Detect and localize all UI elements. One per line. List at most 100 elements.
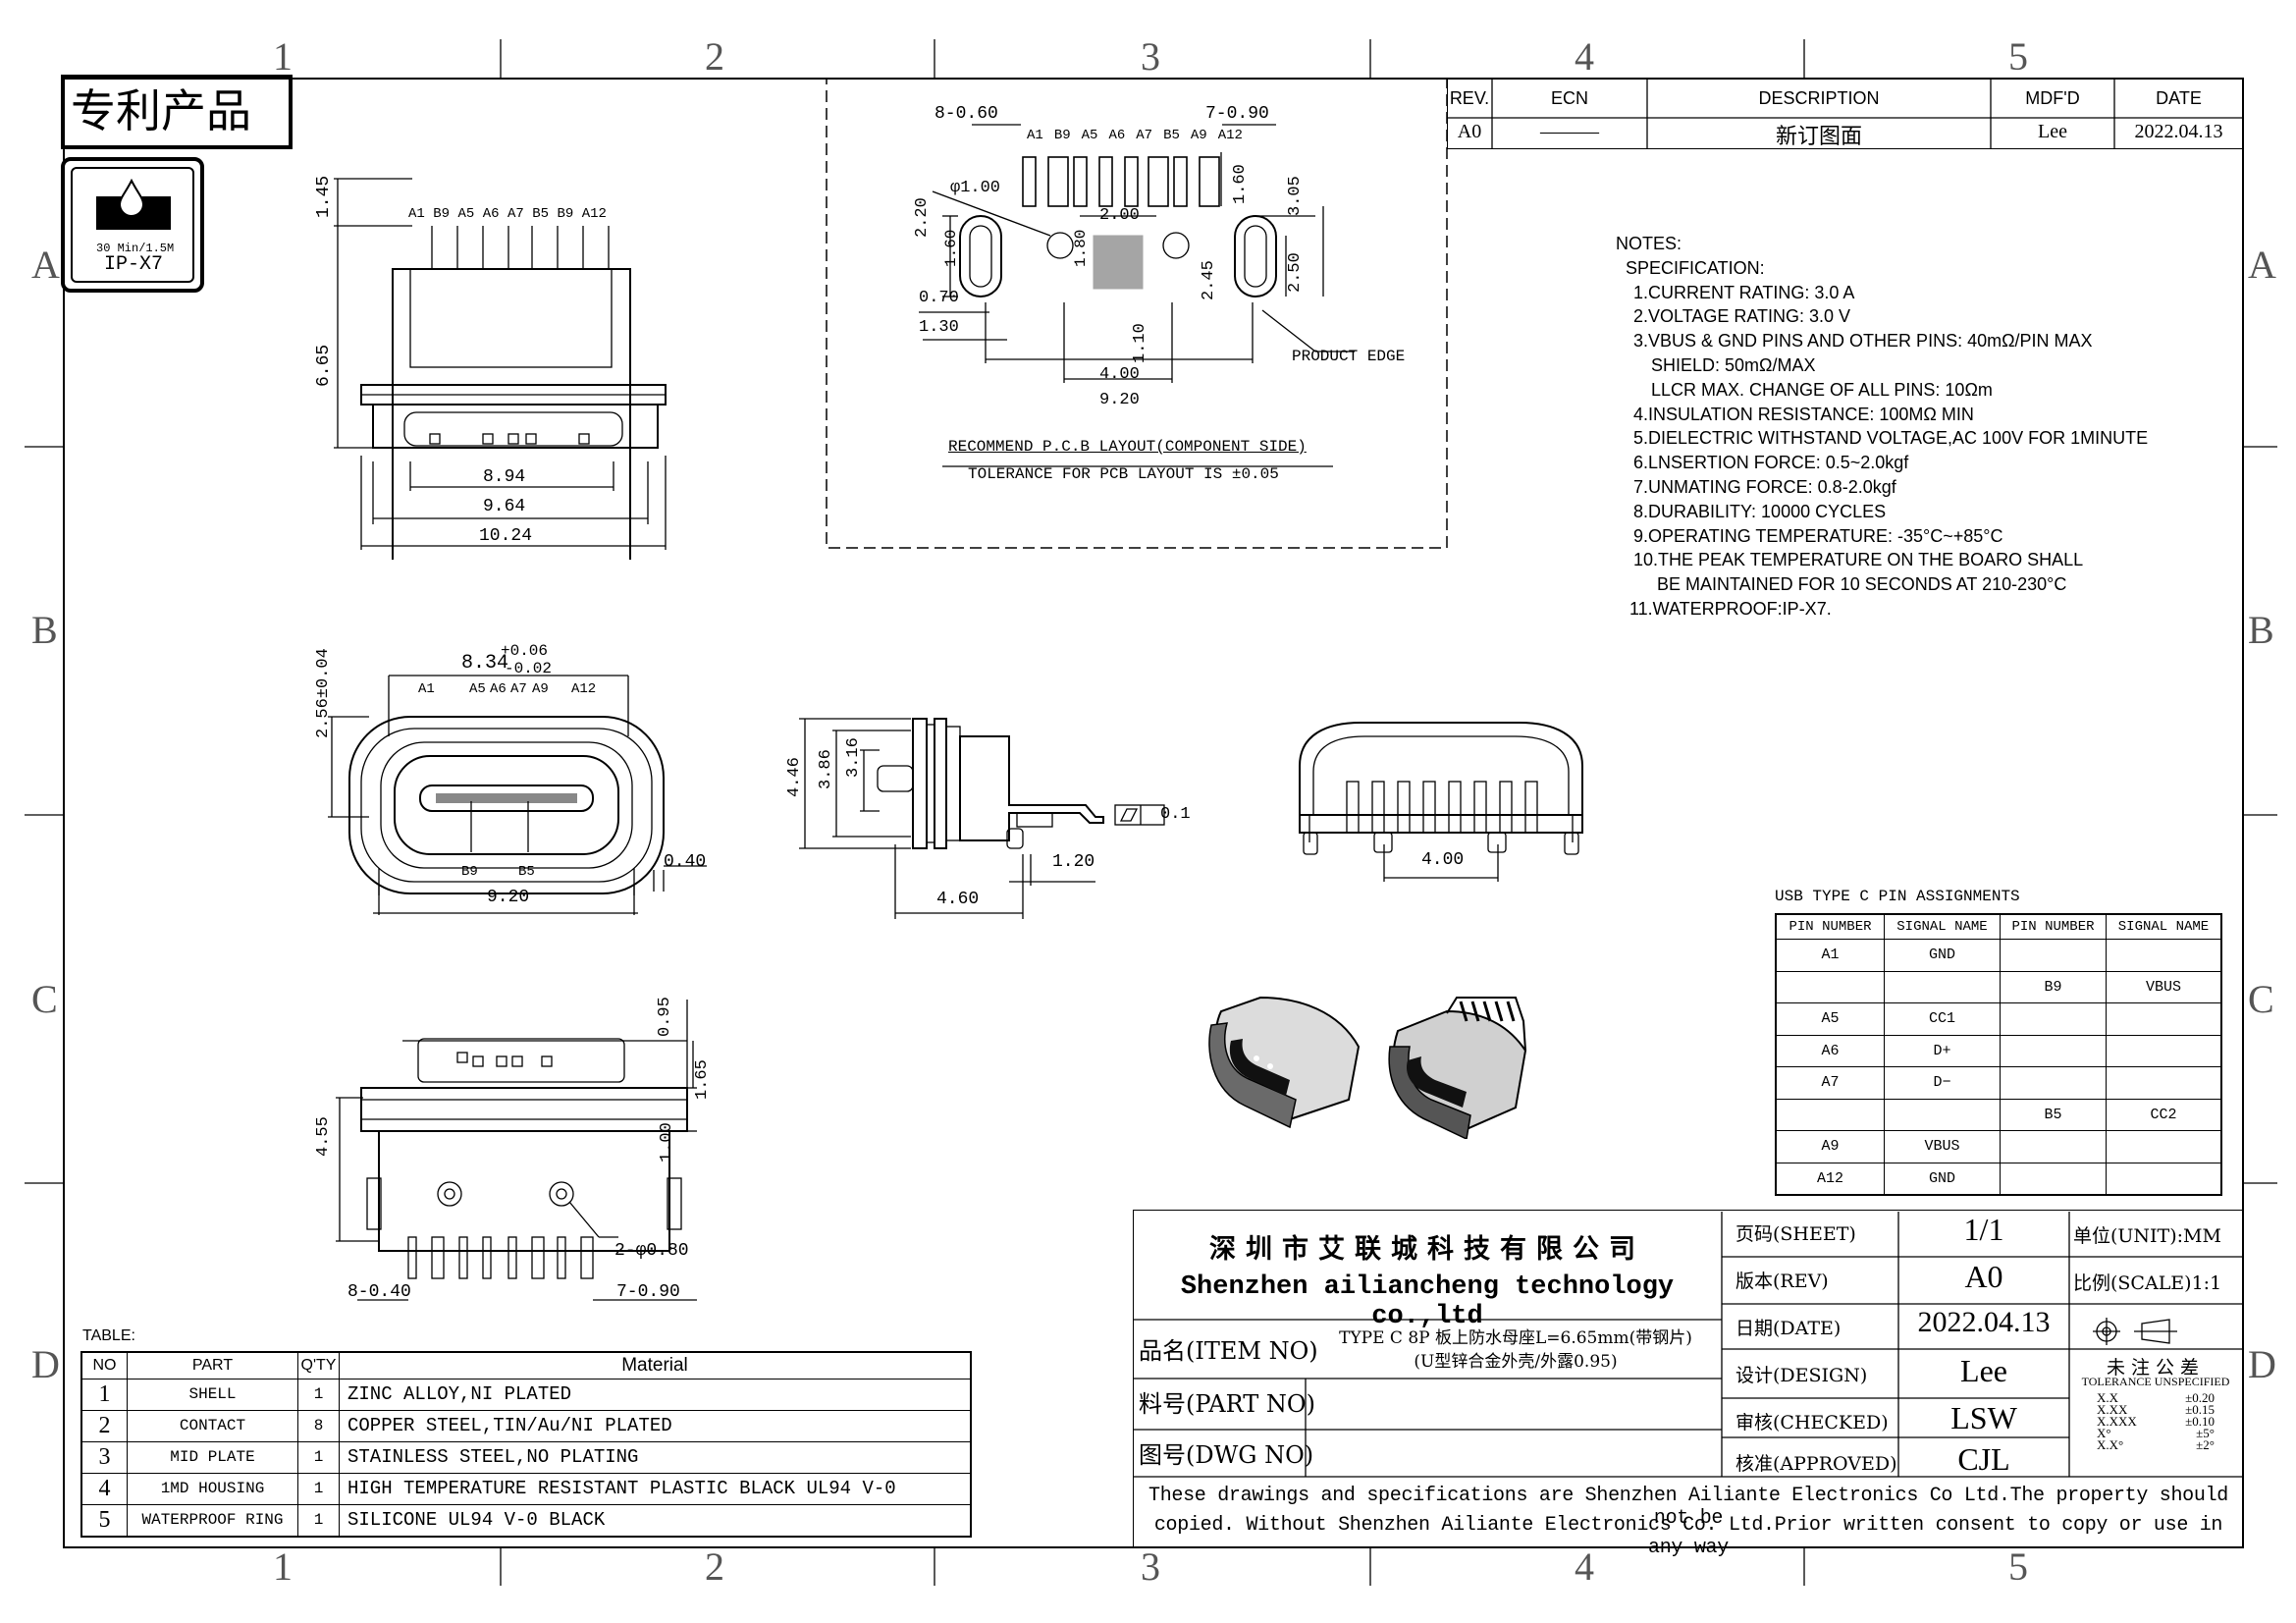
top-view-drawing: [334, 178, 667, 560]
rev-value: A0: [1964, 1259, 2003, 1294]
parts-table-cell: 1: [82, 1380, 128, 1410]
note-line: 8.DURABILITY: 10000 CYCLES: [1633, 501, 1887, 521]
pin-table-cell: A12: [1777, 1163, 1885, 1194]
parts-table-cell: HIGH TEMPERATURE RESISTANT PLASTIC BLACK…: [347, 1478, 896, 1499]
dim-side-depth: 4.60: [936, 890, 980, 909]
notes-title: NOTES:: [1616, 234, 1682, 253]
pin-table-cell: CC1: [1885, 1003, 2001, 1035]
dim-tail-length: 1.20: [1052, 852, 1095, 872]
dim-width-inner: 8.94: [483, 467, 526, 487]
pin-table-cell: GND: [1885, 1163, 2001, 1194]
ip-text: IP-X7: [104, 253, 164, 276]
pcb-pin-label: A6: [1108, 128, 1126, 143]
approved-label: 核准(APPROVED): [1735, 1453, 1897, 1475]
item-label: 品名(ITEM NO): [1139, 1337, 1318, 1365]
col-label-2: 2: [705, 34, 724, 79]
approved-value: CJL: [1957, 1441, 2010, 1477]
dim-hole-pitch: 4.00: [1099, 365, 1140, 384]
parts-table-header: Q'TY: [298, 1353, 340, 1379]
rev-value-description: 新订图面: [1775, 125, 1862, 149]
pcb-layout-drawing: [826, 79, 1448, 549]
rev-header-description: DESCRIPTION: [1758, 88, 1880, 108]
title-block-grid: [1133, 1210, 2243, 1547]
top-view-pin-label: B9: [557, 206, 574, 222]
pcb-pin-label: B5: [1163, 128, 1180, 143]
front-view-drawing: [328, 675, 707, 915]
note-line: SHIELD: 50mΩ/MAX: [1651, 354, 1816, 375]
parts-table-cell: 1: [298, 1505, 340, 1536]
front-label-b9: B9: [461, 864, 478, 880]
pin-table-cell: A5: [1777, 1003, 1885, 1035]
patent-label: 专利产品: [71, 84, 251, 137]
disclaimer-line-1: These drawings and specifications are Sh…: [1148, 1485, 2228, 1530]
top-view-pin-label: B9: [433, 206, 451, 222]
pcb-pin-label: A12: [1217, 128, 1243, 143]
pin-table-cell: B5: [2001, 1099, 2107, 1130]
rev-header-ecn: ECN: [1550, 88, 1588, 108]
pcb-pin-label: B9: [1053, 128, 1071, 143]
top-view-pin-label: A12: [581, 206, 607, 222]
projection-symbol: [2093, 1318, 2177, 1345]
note-line: 1.CURRENT RATING: 3.0 A: [1633, 282, 1855, 302]
tolerance-row: X°±5°: [2097, 1426, 2215, 1440]
col-label-5-bottom: 5: [2008, 1544, 2028, 1589]
pin-table-cell: B9: [2001, 971, 2107, 1002]
dim-ring-height: 1.65: [693, 1059, 712, 1100]
parts-table-cell: 1: [298, 1380, 340, 1410]
dim-pad-length: 1.60: [1231, 164, 1250, 204]
tolerance-cell: X.XXX: [2097, 1414, 2137, 1429]
parts-table-cell: 3: [82, 1442, 128, 1473]
rev-header-date: DATE: [2156, 88, 2202, 108]
tolerance-row: X.X°±2°: [2097, 1438, 2215, 1451]
pin-table-cell: [2001, 940, 2107, 971]
note-line: SPECIFICATION:: [1626, 257, 1765, 278]
tolerance-cell: X°: [2097, 1426, 2111, 1440]
scale-label: 比例(SCALE)1:1: [2073, 1272, 2222, 1294]
parts-table-cell: ZINC ALLOY,NI PLATED: [347, 1383, 572, 1405]
pin-table-cell: A7: [1777, 1067, 1885, 1099]
col-label-1-bottom: 1: [273, 1544, 293, 1589]
parts-table-header: PART: [128, 1353, 298, 1379]
dim-opening-height: 2.56±0.04: [314, 648, 333, 738]
rev-header-mdfd: MDF'D: [2025, 88, 2080, 108]
pin-table-header: SIGNAL NAME: [2117, 919, 2210, 935]
pin-table-cell: [1885, 1099, 2001, 1130]
pin-table-cell: A1: [1777, 940, 1885, 971]
dim-slot-inner: 1.60: [942, 229, 960, 267]
tolerance-row: X.XXX±0.10: [2097, 1414, 2215, 1429]
dim-total-height: 4.46: [785, 757, 804, 797]
note-line: LLCR MAX. CHANGE OF ALL PINS: 10Ωm: [1651, 379, 1993, 400]
parts-table-header: NO: [82, 1353, 128, 1379]
top-view-pin-label: A5: [457, 206, 475, 222]
pcb-pin-label: A5: [1081, 128, 1098, 143]
side-view-drawing: [799, 718, 1165, 919]
parts-table-cell: 2: [82, 1411, 128, 1441]
design-value: Lee: [1960, 1353, 2007, 1388]
tolerance-subtitle: TOLERANCE UNSPECIFIED: [2081, 1375, 2230, 1388]
parts-table-cell: MID PLATE: [128, 1442, 298, 1473]
note-line: BE MAINTAINED FOR 10 SECONDS AT 210-230°…: [1657, 574, 2067, 595]
pin-table-cell: [2001, 1035, 2107, 1066]
front-label-a12: A12: [571, 681, 597, 697]
dim-slot-offset: 0.70: [919, 289, 959, 307]
parts-table-cell: 1: [298, 1442, 340, 1473]
tolerance-cell: ±0.20: [2185, 1390, 2215, 1405]
note-line: 9.OPERATING TEMPERATURE: -35°C~+85°C: [1633, 525, 2003, 546]
dim-foot-span: 9.20: [487, 888, 530, 907]
dim-shell-height: 3.86: [817, 749, 835, 789]
pin-table-cell: GND: [1885, 940, 2001, 971]
pcb-pin-label: A9: [1190, 128, 1207, 143]
dim-foot-width: 0.40: [664, 852, 707, 872]
dim-width-mid: 9.64: [483, 497, 526, 516]
row-label-d: D: [31, 1342, 60, 1386]
front-label-a7: A7: [510, 681, 527, 697]
row-label-c: C: [31, 977, 58, 1021]
